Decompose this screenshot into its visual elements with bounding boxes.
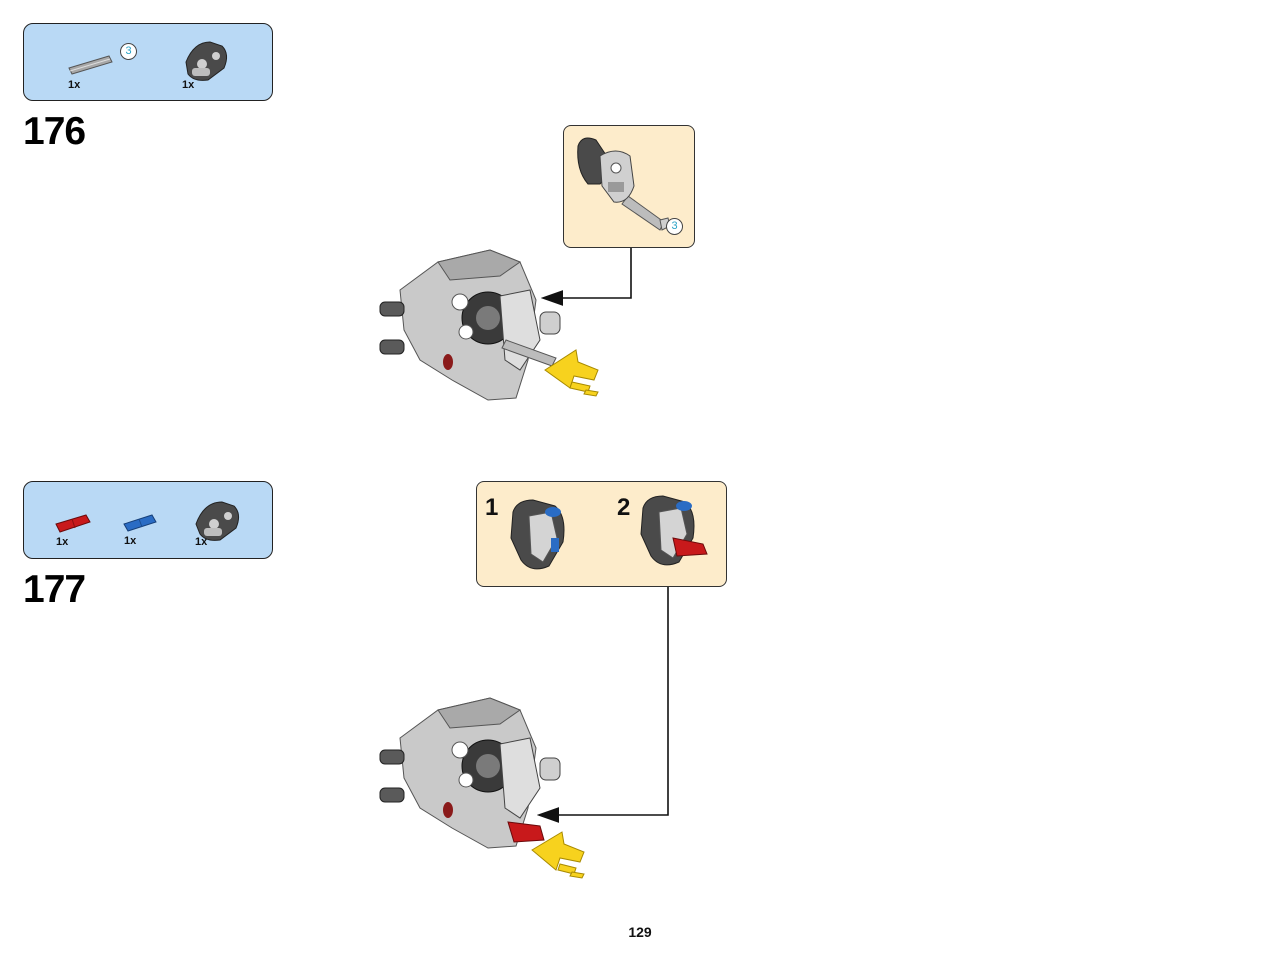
step-number-176: 176: [23, 110, 86, 153]
sub-assembly-graphic: [577, 137, 671, 231]
part-quantity: 1x: [195, 536, 208, 548]
connector-with-blue-pin-icon: [510, 499, 565, 570]
part-quantity: 1x: [56, 536, 69, 548]
step-number-177: 177: [23, 568, 86, 611]
sub-assembly-callout-177: 1 2: [476, 481, 727, 587]
connector-part-icon: [195, 501, 240, 541]
connector-with-axle-icon: [577, 137, 671, 231]
page-number: 129: [628, 924, 652, 940]
axle-part-icon: [68, 55, 113, 75]
sub-step-number-1: 1: [485, 494, 499, 521]
parts-graphics: [55, 501, 240, 541]
sub-steps-graphic: [510, 495, 708, 570]
blue-pin-icon: [123, 514, 157, 532]
parts-graphics: [68, 41, 228, 81]
part-quantity: 1x: [182, 79, 195, 91]
connector-part-icon: [185, 41, 228, 81]
part-quantity: 1x: [124, 535, 137, 547]
gearbox-assembly-176: [379, 249, 599, 401]
callout-arrow-176: [540, 248, 632, 306]
callout-arrow-177: [536, 587, 669, 823]
red-pin-icon: [55, 514, 91, 533]
parts-list-step-176: 3 1x 1x: [23, 23, 273, 101]
parts-list-step-177: 1x 1x 1x: [23, 481, 273, 559]
connector-with-red-pin-icon: [640, 495, 708, 566]
sub-step-number-2: 2: [617, 494, 631, 521]
sub-assembly-callout-176: 3: [563, 125, 695, 248]
axle-length-indicator: 3: [120, 43, 137, 60]
part-quantity: 1x: [68, 79, 81, 91]
gearbox-assembly-177: [379, 697, 585, 879]
axle-length-indicator: 3: [666, 218, 683, 235]
